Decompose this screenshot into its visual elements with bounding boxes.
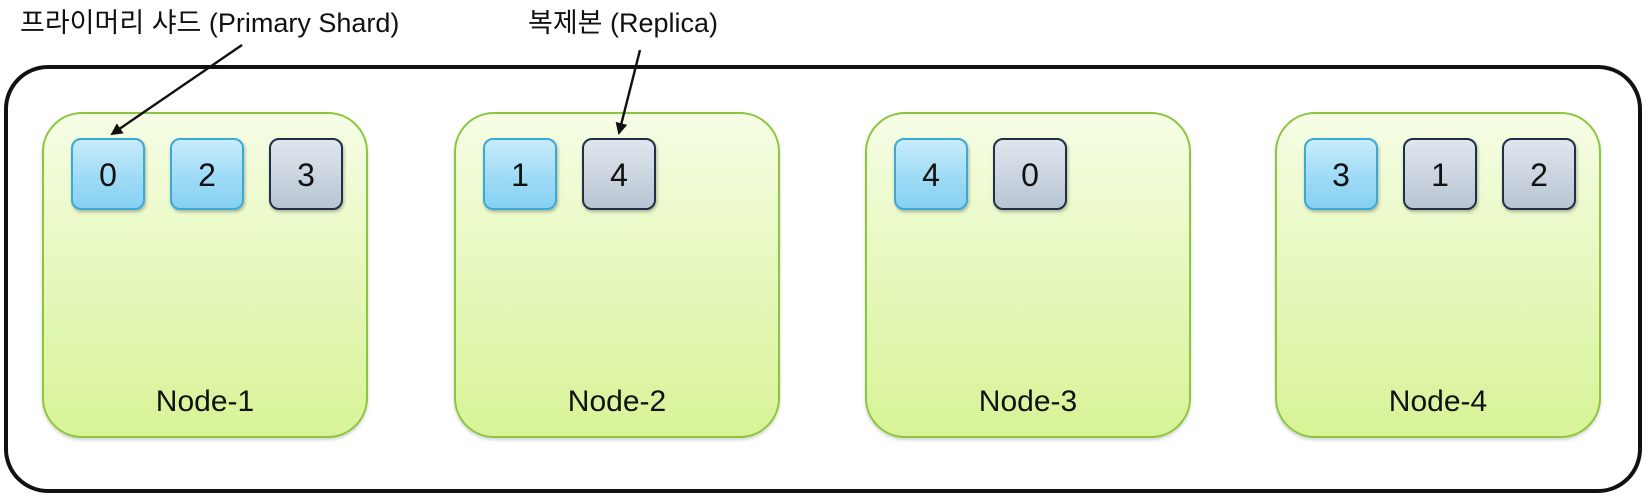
node-2: 1 4 Node-2 [454, 112, 780, 438]
node-4: 3 1 2 Node-4 [1275, 112, 1601, 438]
shard-node-1-0: 0 [71, 138, 145, 210]
node-label: Node-4 [1388, 385, 1488, 418]
shard-node-2-0: 1 [483, 138, 557, 210]
node-3: 4 0 Node-3 [865, 112, 1191, 438]
node-label: Node-3 [978, 385, 1078, 418]
shard-node-4-2: 2 [1502, 138, 1576, 210]
shard-node-1-2: 3 [269, 138, 343, 210]
node-label: Node-1 [155, 385, 255, 418]
shard-node-4-1: 1 [1403, 138, 1477, 210]
shard-node-4-0: 3 [1304, 138, 1378, 210]
shard-node-2-1: 4 [582, 138, 656, 210]
node-label: Node-2 [567, 385, 667, 418]
shard-node-3-1: 0 [993, 138, 1067, 210]
replica-annotation: 복제본 (Replica) [528, 8, 719, 38]
primary-shard-annotation: 프라이머리 샤드 (Primary Shard) [20, 8, 400, 38]
node-1: 0 2 3 Node-1 [42, 112, 368, 438]
shard-node-3-0: 4 [894, 138, 968, 210]
shard-node-1-1: 2 [170, 138, 244, 210]
